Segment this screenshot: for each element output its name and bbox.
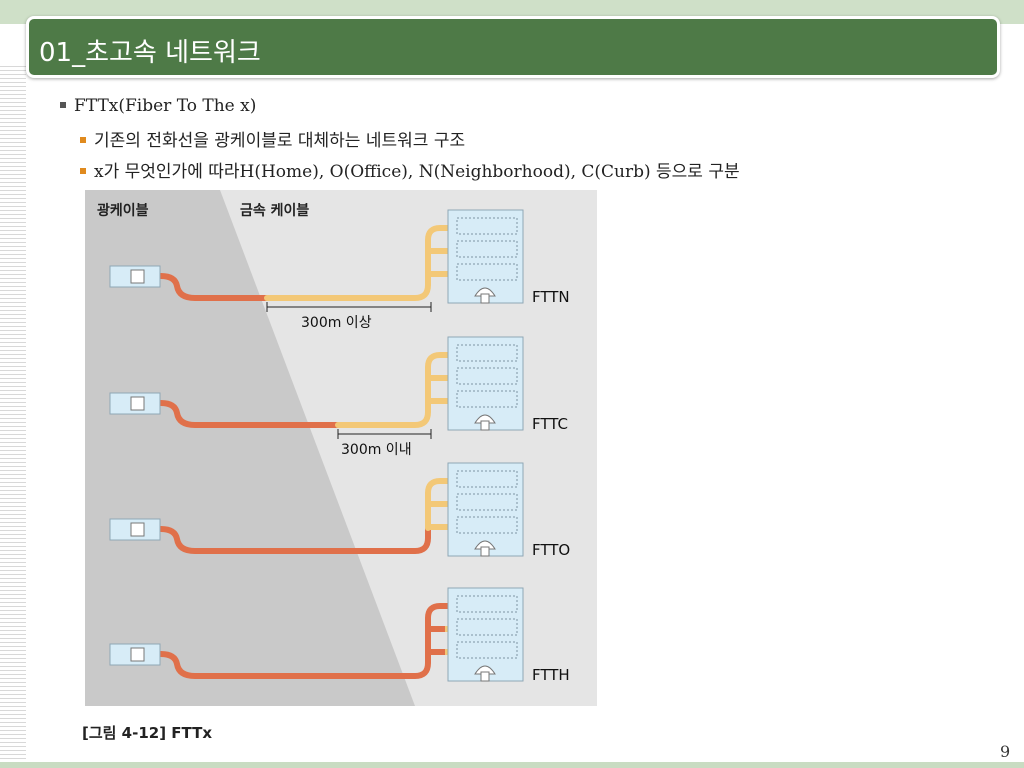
metal-cable	[264, 225, 466, 301]
antenna-icon	[474, 414, 496, 424]
bullet-item-3: x가 무엇인가에 따라H(Home), O(Office), N(Neighbo…	[80, 157, 740, 182]
figure-caption: [그림 4-12] FTTx	[82, 724, 213, 742]
metal-cable	[335, 352, 466, 428]
cabinet-slot	[456, 641, 518, 659]
row-label: FTTO	[532, 541, 570, 559]
row-label: FTTC	[532, 415, 568, 433]
bottom-band	[0, 762, 1024, 768]
square-bullet-icon	[60, 101, 66, 108]
fiber-cable	[158, 603, 466, 679]
metal-region-label: 금속 케이블	[240, 202, 309, 219]
metal-cable	[425, 478, 466, 531]
cabinet-slot	[456, 240, 518, 258]
bullet-item-2: 기존의 전화선을 광케이블로 대체하는 네트워크 구조	[80, 126, 465, 151]
bullet-text: 기존의 전화선을 광케이블로 대체하는 네트워크 구조	[94, 131, 466, 151]
row-label: FTTN	[532, 288, 570, 306]
antenna-icon	[474, 287, 496, 297]
page-number: 9	[1000, 742, 1011, 761]
bullet-item-1: FTTx(Fiber To The x)	[60, 96, 256, 116]
subscriber-port	[130, 647, 145, 662]
cabinet-slot	[456, 263, 518, 281]
antenna-stand	[480, 420, 490, 431]
slide-title: 01_초고속 네트워크	[39, 38, 261, 68]
subscriber-port	[130, 269, 145, 284]
antenna-stand	[480, 671, 490, 682]
cabinet-slot	[456, 344, 518, 362]
cabinet-slot	[456, 390, 518, 408]
distance-label: 300m 이내	[341, 442, 412, 458]
left-stripe-decoration	[0, 66, 26, 762]
subscriber-port	[130, 396, 145, 411]
antenna-stand	[480, 293, 490, 304]
distance-label: 300m 이상	[301, 315, 372, 331]
row-ftto: FTTO	[109, 462, 570, 559]
bullet-text: FTTx(Fiber To The x)	[74, 96, 257, 116]
row-label: FTTH	[532, 666, 570, 684]
fttx-diagram: 광케이블 금속 케이블 FTTN 300m 이상	[85, 190, 597, 706]
cabinet-slot	[456, 217, 518, 235]
antenna-icon	[474, 540, 496, 550]
row-fttn: FTTN 300m 이상	[109, 209, 570, 331]
antenna-icon	[474, 665, 496, 675]
square-bullet-icon	[80, 136, 86, 143]
cabinet-slot	[456, 618, 518, 636]
cabinet-slot	[456, 595, 518, 613]
square-bullet-icon	[80, 167, 86, 174]
fiber-region-shade	[85, 190, 415, 706]
cabinet-slot	[456, 367, 518, 385]
antenna-stand	[480, 546, 490, 557]
fiber-cable	[158, 525, 431, 554]
row-ftth: FTTH	[109, 587, 570, 684]
cabinet-slot	[456, 493, 518, 511]
cabinet-slot	[456, 470, 518, 488]
subscriber-port	[130, 522, 145, 537]
title-bar: 01_초고속 네트워크	[26, 16, 1000, 78]
row-fttc: FTTC 300m 이내	[109, 336, 568, 458]
bullet-text: x가 무엇인가에 따라H(Home), O(Office), N(Neighbo…	[94, 162, 740, 182]
fiber-region-label: 광케이블	[97, 202, 149, 219]
distance-bracket	[337, 429, 432, 439]
fiber-cable	[158, 273, 270, 301]
fiber-cable	[158, 400, 341, 428]
cabinet-slot	[456, 516, 518, 534]
distance-bracket	[266, 302, 432, 312]
